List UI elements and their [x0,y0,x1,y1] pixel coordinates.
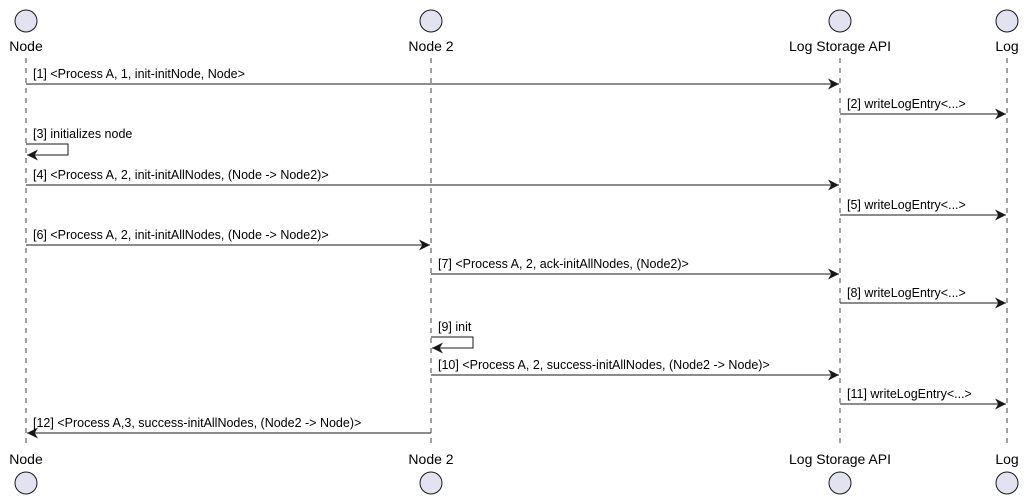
message-label-7: [7] <Process A, 2, ack-initAllNodes, (No… [438,257,689,271]
message-label-6: [6] <Process A, 2, init-initAllNodes, (N… [33,228,329,242]
message-label-9: [9] init [438,320,472,334]
message-label-8: [8] writeLogEntry<...> [847,286,966,300]
message-label-5: [5] writeLogEntry<...> [847,198,966,212]
message-label-1: [1] <Process A, 1, init-initNode, Node> [33,67,245,81]
participant-label-log-top: Log [995,38,1018,54]
message-label-3: [3] initializes node [33,127,132,141]
message-arrow-9 [431,336,474,354]
participant-label-log-bottom: Log [995,451,1018,467]
participant-label-api-top: Log Storage API [789,38,891,54]
message-label-4: [4] <Process A, 2, init-initAllNodes, (N… [33,168,329,182]
participant-label-node-bottom: Node [9,451,43,467]
actor-icon-log-top [995,9,1019,33]
actor-icon-api-bottom [828,471,852,495]
actor-icon-node2-bottom [419,471,443,495]
participant-label-node2-top: Node 2 [408,38,453,54]
participant-label-node2-bottom: Node 2 [408,451,453,467]
message-label-2: [2] writeLogEntry<...> [847,97,966,111]
actor-icon-log-bottom [995,471,1019,495]
message-label-12: [12] <Process A,3, success-initAllNodes,… [33,416,361,430]
participant-label-node-top: Node [9,38,43,54]
actor-icon-api-top [828,9,852,33]
message-arrow-3 [26,143,69,161]
actor-icon-node-bottom [14,471,38,495]
message-label-10: [10] <Process A, 2, success-initAllNodes… [438,358,770,372]
actor-icon-node-top [14,9,38,33]
participant-label-api-bottom: Log Storage API [789,451,891,467]
actor-icon-node2-top [419,9,443,33]
message-label-11: [11] writeLogEntry<...> [847,387,972,401]
